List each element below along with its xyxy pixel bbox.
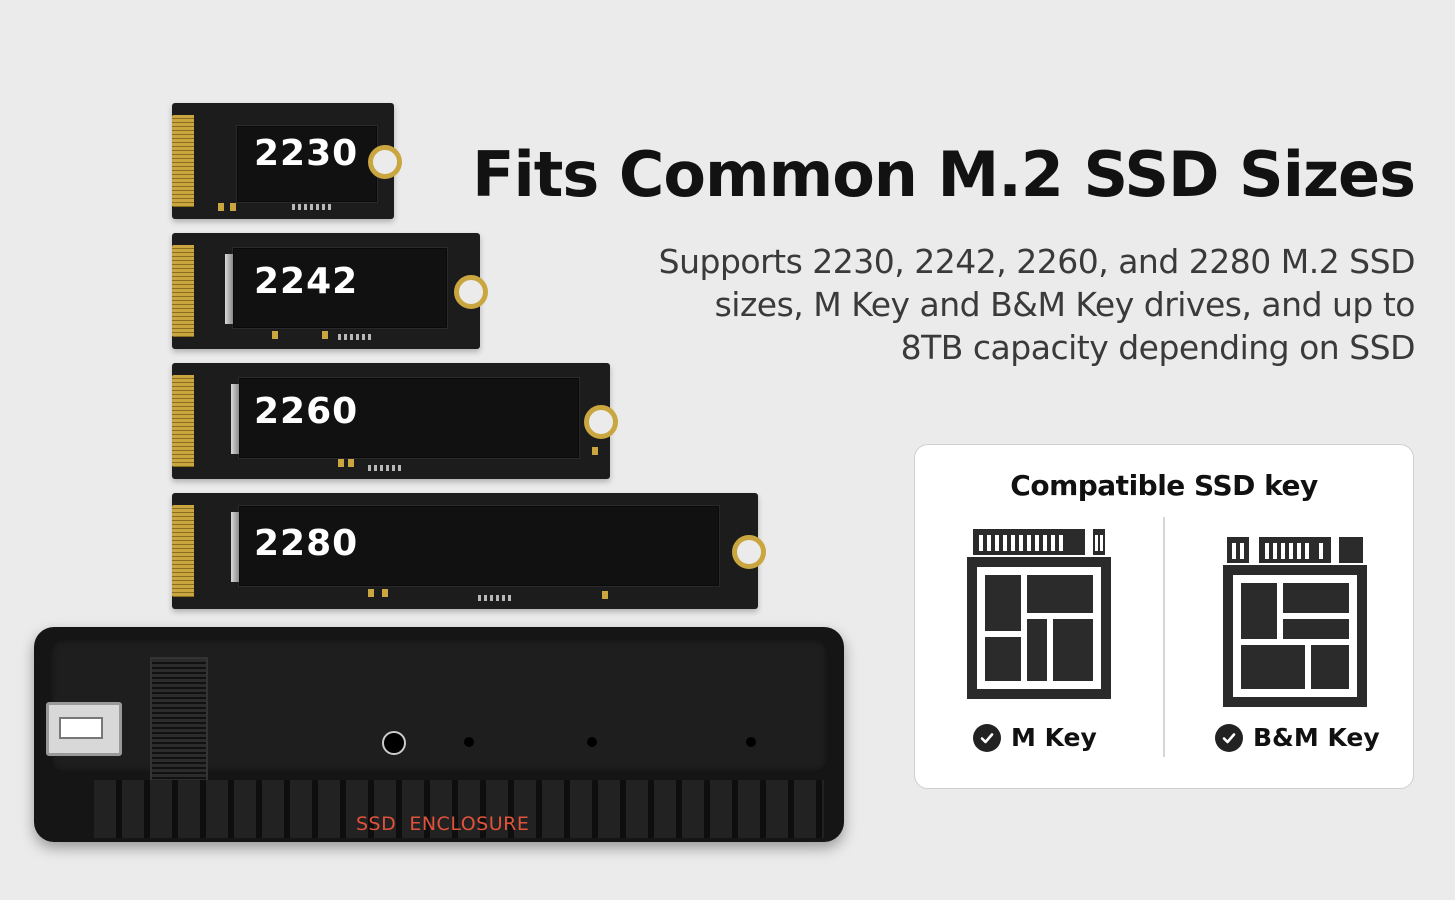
gold-contacts <box>172 504 194 598</box>
ssd-pad <box>230 203 236 211</box>
screw-hole-icon <box>464 737 474 747</box>
screw-notch <box>584 405 618 439</box>
ssd-components <box>368 465 402 471</box>
chip-edge-highlight <box>231 384 239 454</box>
ssd-pad <box>348 459 354 467</box>
check-icon <box>1215 723 1243 752</box>
ssd-pad <box>322 331 328 339</box>
m2-slot <box>150 657 208 796</box>
bm-key-label: B&M Key <box>1215 723 1380 752</box>
page-subtitle: Supports 2230, 2242, 2260, and 2280 M.2 … <box>658 242 1416 367</box>
screw-notch <box>368 145 402 179</box>
ssd-size-label: 2242 <box>254 261 359 302</box>
screw-post-icon <box>382 731 406 755</box>
ssd-components <box>478 595 512 601</box>
ssd-chip <box>236 125 378 203</box>
ssd-chip <box>231 505 720 587</box>
ssd-pad <box>338 459 344 467</box>
ssd-pad <box>382 589 388 597</box>
ssd-enclosure: SSD ENCLOSURE <box>34 627 844 842</box>
m-key-icon <box>967 529 1111 699</box>
ssd-size-label: 2230 <box>254 133 359 174</box>
compatible-key-card: Compatible SSD key <box>914 444 1414 789</box>
enclosure-brand-label: SSD ENCLOSURE <box>356 813 530 835</box>
ssd-2242: 2242 <box>172 233 488 349</box>
ssd-pad <box>218 203 224 211</box>
screw-notch <box>454 275 488 309</box>
ssd-size-label: 2280 <box>254 523 359 564</box>
ssd-pad <box>272 331 278 339</box>
usb-c-port <box>46 702 122 756</box>
ssd-size-label: 2260 <box>254 391 359 432</box>
m-key-text: M Key <box>1011 723 1097 752</box>
screw-hole-icon <box>587 737 597 747</box>
ssd-pad <box>368 589 374 597</box>
bm-key-text: B&M Key <box>1253 723 1380 752</box>
ssd-components <box>338 334 374 340</box>
gold-contacts <box>172 374 194 468</box>
ssd-2260: 2260 <box>172 363 618 479</box>
ssd-pad <box>602 591 608 599</box>
gold-contacts <box>172 114 194 208</box>
card-divider <box>1163 517 1165 757</box>
ssd-chip <box>225 247 448 329</box>
chip-edge-highlight <box>225 254 233 324</box>
chip-edge-highlight <box>231 512 239 582</box>
check-icon <box>973 723 1001 752</box>
ssd-2230: 2230 <box>172 103 402 219</box>
page-title: Fits Common M.2 SSD Sizes <box>472 138 1416 211</box>
ssd-pad <box>592 447 598 455</box>
gold-contacts <box>172 244 194 338</box>
ssd-components <box>292 204 332 210</box>
card-title: Compatible SSD key <box>1010 469 1318 502</box>
ssd-chip <box>231 377 580 459</box>
ssd-2280: 2280 <box>172 493 766 609</box>
m-key-label: M Key <box>973 723 1097 752</box>
screw-hole-icon <box>746 737 756 747</box>
heatsink-fins <box>94 780 824 838</box>
bm-key-icon <box>1223 537 1367 707</box>
screw-notch <box>732 535 766 569</box>
